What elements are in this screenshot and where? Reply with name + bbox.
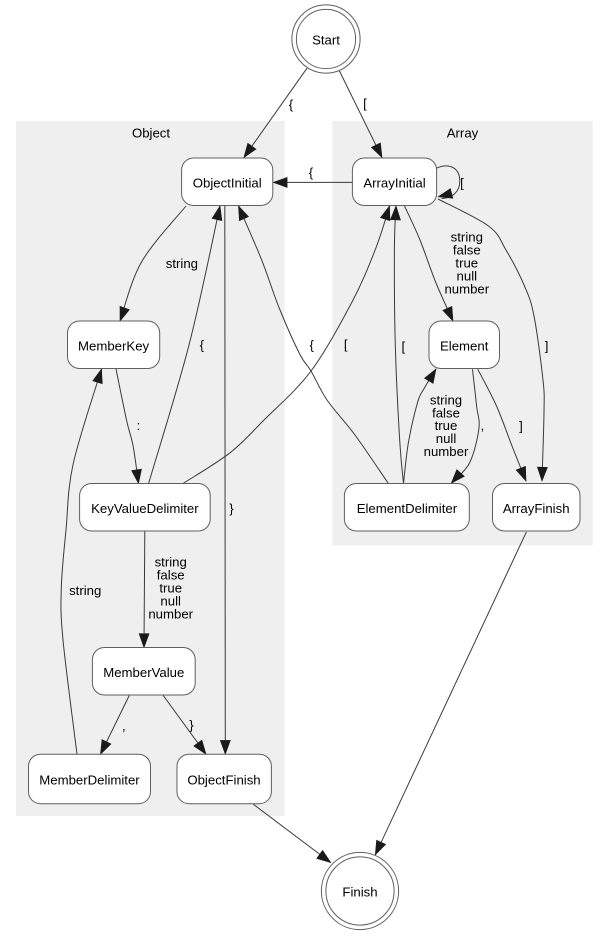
svg-text:ArrayFinish: ArrayFinish [503, 501, 570, 516]
svg-text:]: ] [545, 338, 549, 353]
svg-text:MemberValue: MemberValue [103, 665, 184, 680]
svg-text:number: number [444, 282, 489, 297]
svg-text:ElementDelimiter: ElementDelimiter [357, 501, 458, 516]
svg-text:[: [ [401, 339, 405, 354]
svg-text:ArrayInitial: ArrayInitial [363, 175, 425, 190]
svg-text:number: number [424, 444, 469, 459]
svg-text:ObjectInitial: ObjectInitial [193, 175, 262, 190]
svg-text:{: { [309, 338, 314, 353]
svg-text:}: } [189, 718, 194, 733]
svg-text:string: string [69, 583, 101, 598]
svg-text:true: true [455, 256, 478, 271]
svg-text:true: true [159, 580, 182, 595]
svg-text:null: null [436, 431, 457, 446]
svg-text:{: { [289, 97, 294, 112]
svg-text:false: false [157, 567, 185, 582]
svg-text:[: [ [363, 96, 367, 111]
svg-text:string: string [430, 392, 462, 407]
svg-text:false: false [453, 243, 481, 258]
svg-text::: : [137, 418, 141, 433]
svg-text:}: } [229, 501, 234, 516]
svg-text:[: [ [460, 175, 464, 190]
svg-text:true: true [435, 418, 458, 433]
svg-text:{: { [200, 338, 205, 353]
svg-text:null: null [160, 593, 181, 608]
svg-text:Object: Object [132, 125, 170, 140]
svg-text:KeyValueDelimiter: KeyValueDelimiter [91, 501, 199, 516]
svg-text:Array: Array [447, 125, 479, 140]
svg-text:string: string [451, 230, 483, 245]
svg-text:Element: Element [440, 338, 489, 353]
svg-text:string: string [155, 554, 187, 569]
svg-text:MemberKey: MemberKey [78, 338, 149, 353]
svg-text:number: number [148, 606, 193, 621]
svg-text:,: , [122, 719, 126, 734]
svg-text:]: ] [519, 418, 523, 433]
svg-text:MemberDelimiter: MemberDelimiter [39, 773, 140, 788]
svg-text:{: { [309, 165, 314, 180]
svg-text:ObjectFinish: ObjectFinish [187, 773, 260, 788]
svg-text:string: string [166, 256, 198, 271]
svg-text:,: , [481, 418, 485, 433]
svg-text:null: null [457, 269, 478, 284]
svg-text:false: false [432, 405, 460, 420]
svg-text:Finish: Finish [342, 884, 377, 899]
svg-text:Start: Start [312, 32, 340, 47]
svg-text:[: [ [344, 337, 348, 352]
